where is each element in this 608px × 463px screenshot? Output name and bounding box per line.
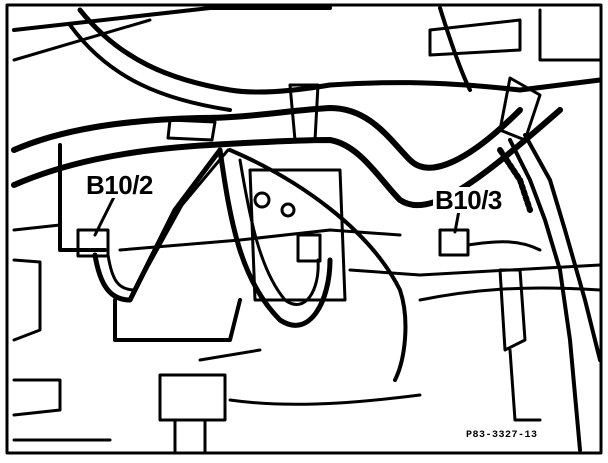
left-bottom-tab [12,378,62,417]
upper-hose-right [327,77,603,93]
left-bracket [58,143,107,252]
lower-wire [228,393,422,406]
right-lower-rod [508,348,542,422]
bolt-1 [253,191,271,209]
leader-b102 [93,193,117,237]
hose-clamp-left [166,118,217,142]
lower-mount-legs [173,418,207,454]
upper-hose-left [77,7,333,95]
sensor-b102-connector [76,228,110,258]
right-mid-line-2 [348,263,602,277]
vertical-line-top [438,6,472,92]
right-lower-bracket [498,268,527,352]
center-connector [296,233,322,263]
callout-b10-2: B10/2 [84,170,155,200]
center-block [248,168,347,302]
sensor-b102-wire [92,147,223,303]
callout-b10-3: B10/3 [433,185,504,215]
left-lower-bracket [12,258,42,342]
upper-panel-edge [12,6,332,32]
sensor-b102-wire-inner [106,148,230,292]
hose-clamp-center [288,83,320,142]
right-mid-line [418,286,602,302]
coil-spring [497,147,533,213]
figure-reference-code: P83-3327-13 [466,430,538,441]
center-housing-lower [113,298,242,342]
lower-mount [158,373,227,422]
sensor-b103-wire [466,240,542,252]
right-cable-a [508,138,582,452]
right-cable-b [523,133,602,362]
center-housing-top [118,228,402,252]
hose-clamp-right [498,76,542,142]
upper-right-bracket [428,18,522,57]
lower-link [198,348,262,362]
upper-hose-left-lower [68,23,232,112]
main-hose-upper [11,105,523,171]
bolt-2 [280,202,296,218]
harness-loop-inner [238,158,320,306]
left-edge-line [12,223,62,232]
sensor-b103-connector [438,228,470,257]
harness-loop-outer [217,147,333,328]
upper-right-corner [538,8,602,62]
long-wire [228,148,408,382]
frame [5,3,603,455]
